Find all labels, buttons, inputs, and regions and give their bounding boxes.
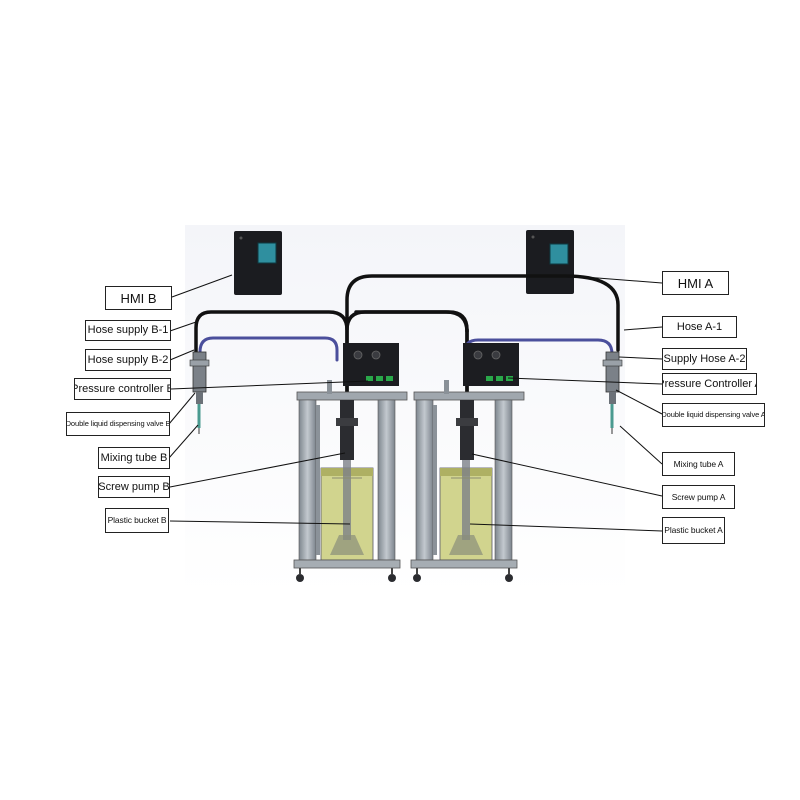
label-hmi-a: HMI A — [662, 271, 729, 295]
label-dispensing-valve-b: Double liquid dispensing valve B — [66, 412, 170, 436]
label-hmi-b: HMI B — [105, 286, 172, 310]
machine-a — [410, 343, 525, 582]
valve-b — [189, 351, 210, 434]
label-screw-pump-a: Screw pump A — [662, 485, 735, 509]
hmi-b-device — [234, 231, 282, 295]
label-mixing-tube-b: Mixing tube B — [98, 447, 170, 469]
leader-lines — [168, 274, 663, 532]
label-supply-hose-a2: Supply Hose A-2 — [662, 348, 747, 370]
hmi-a-device — [526, 230, 574, 294]
label-pressure-controller-b: Pressure controller B — [74, 378, 171, 400]
label-hose-a1: Hose A-1 — [662, 316, 737, 338]
machine-b — [293, 343, 408, 582]
hose-arch-center — [345, 310, 469, 333]
label-screw-pump-b: Screw pump B — [98, 476, 170, 498]
label-hose-supply-b1: Hose supply B-1 — [85, 320, 171, 341]
label-dispensing-valve-a: Double liquid dispensing valve A — [662, 403, 765, 427]
label-plastic-bucket-b: Plastic bucket B — [105, 508, 169, 533]
label-plastic-bucket-a: Plastic bucket A — [662, 517, 725, 544]
label-hose-supply-b2: Hose supply B-2 — [85, 349, 171, 371]
label-mixing-tube-a: Mixing tube A — [662, 452, 735, 476]
label-pressure-controller-a: Pressure Controller A — [662, 373, 757, 395]
